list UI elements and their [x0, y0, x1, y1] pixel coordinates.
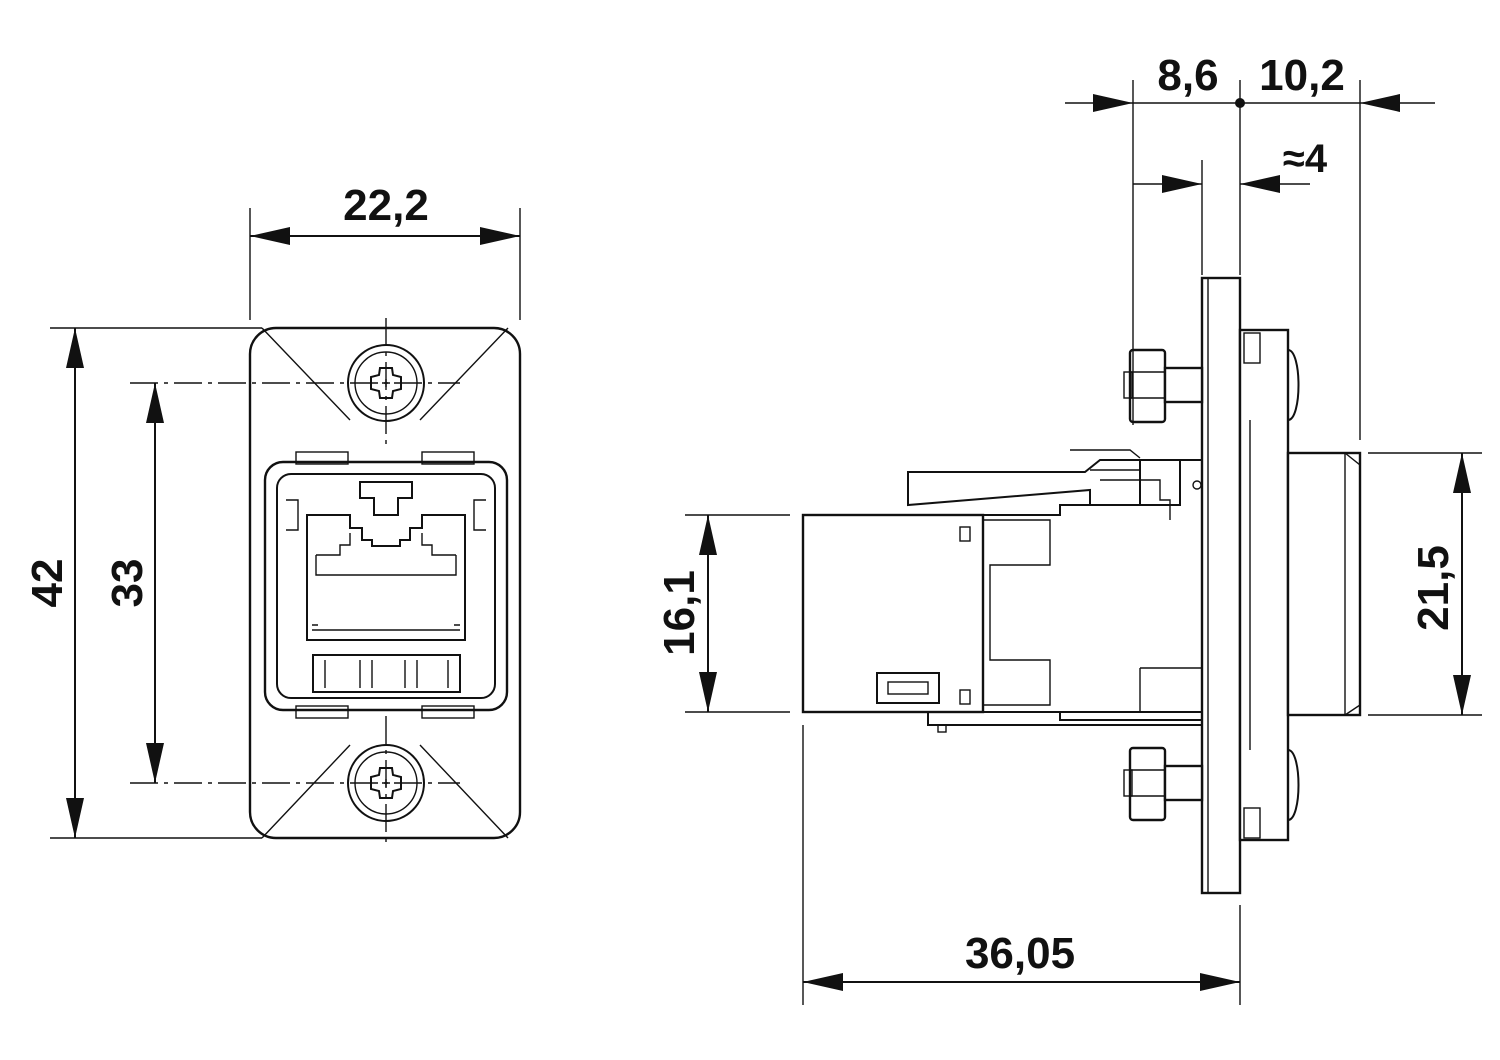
dim-height-42: 42: [23, 327, 262, 839]
approx-label: ≈4: [1283, 137, 1328, 181]
hole-spacing-label: 33: [103, 559, 152, 608]
dim-hole-spacing-33: 33: [103, 383, 164, 783]
dim-approx-4: ≈4: [1133, 137, 1328, 275]
width-label: 22,2: [343, 181, 429, 230]
dim-width-22-2: 22,2: [249, 181, 521, 320]
bottom-nut-icon: [1123, 746, 1204, 822]
dim-length-36-05: 36,05: [802, 725, 1241, 1005]
jack-height-label: 16,1: [655, 570, 704, 656]
rj45-port-front: [263, 451, 509, 719]
top-left-label: 8,6: [1157, 51, 1218, 100]
length-label: 36,05: [965, 929, 1075, 978]
dim-rear-height-21-5: 21,5: [1368, 452, 1482, 716]
top-nut-icon: [1123, 348, 1204, 424]
dim-jack-height-16-1: 16,1: [655, 514, 790, 713]
rear-height-label: 21,5: [1409, 545, 1458, 631]
front-view: 22,2 42 33: [23, 181, 522, 845]
rj45-jack-side: [801, 449, 1203, 733]
height-label: 42: [23, 559, 72, 608]
dim-top: 8,6 10,2: [1065, 51, 1435, 440]
top-right-label: 10,2: [1259, 51, 1345, 100]
side-view: 8,6 10,2 ≈4 16,1 21,5: [655, 51, 1482, 1005]
